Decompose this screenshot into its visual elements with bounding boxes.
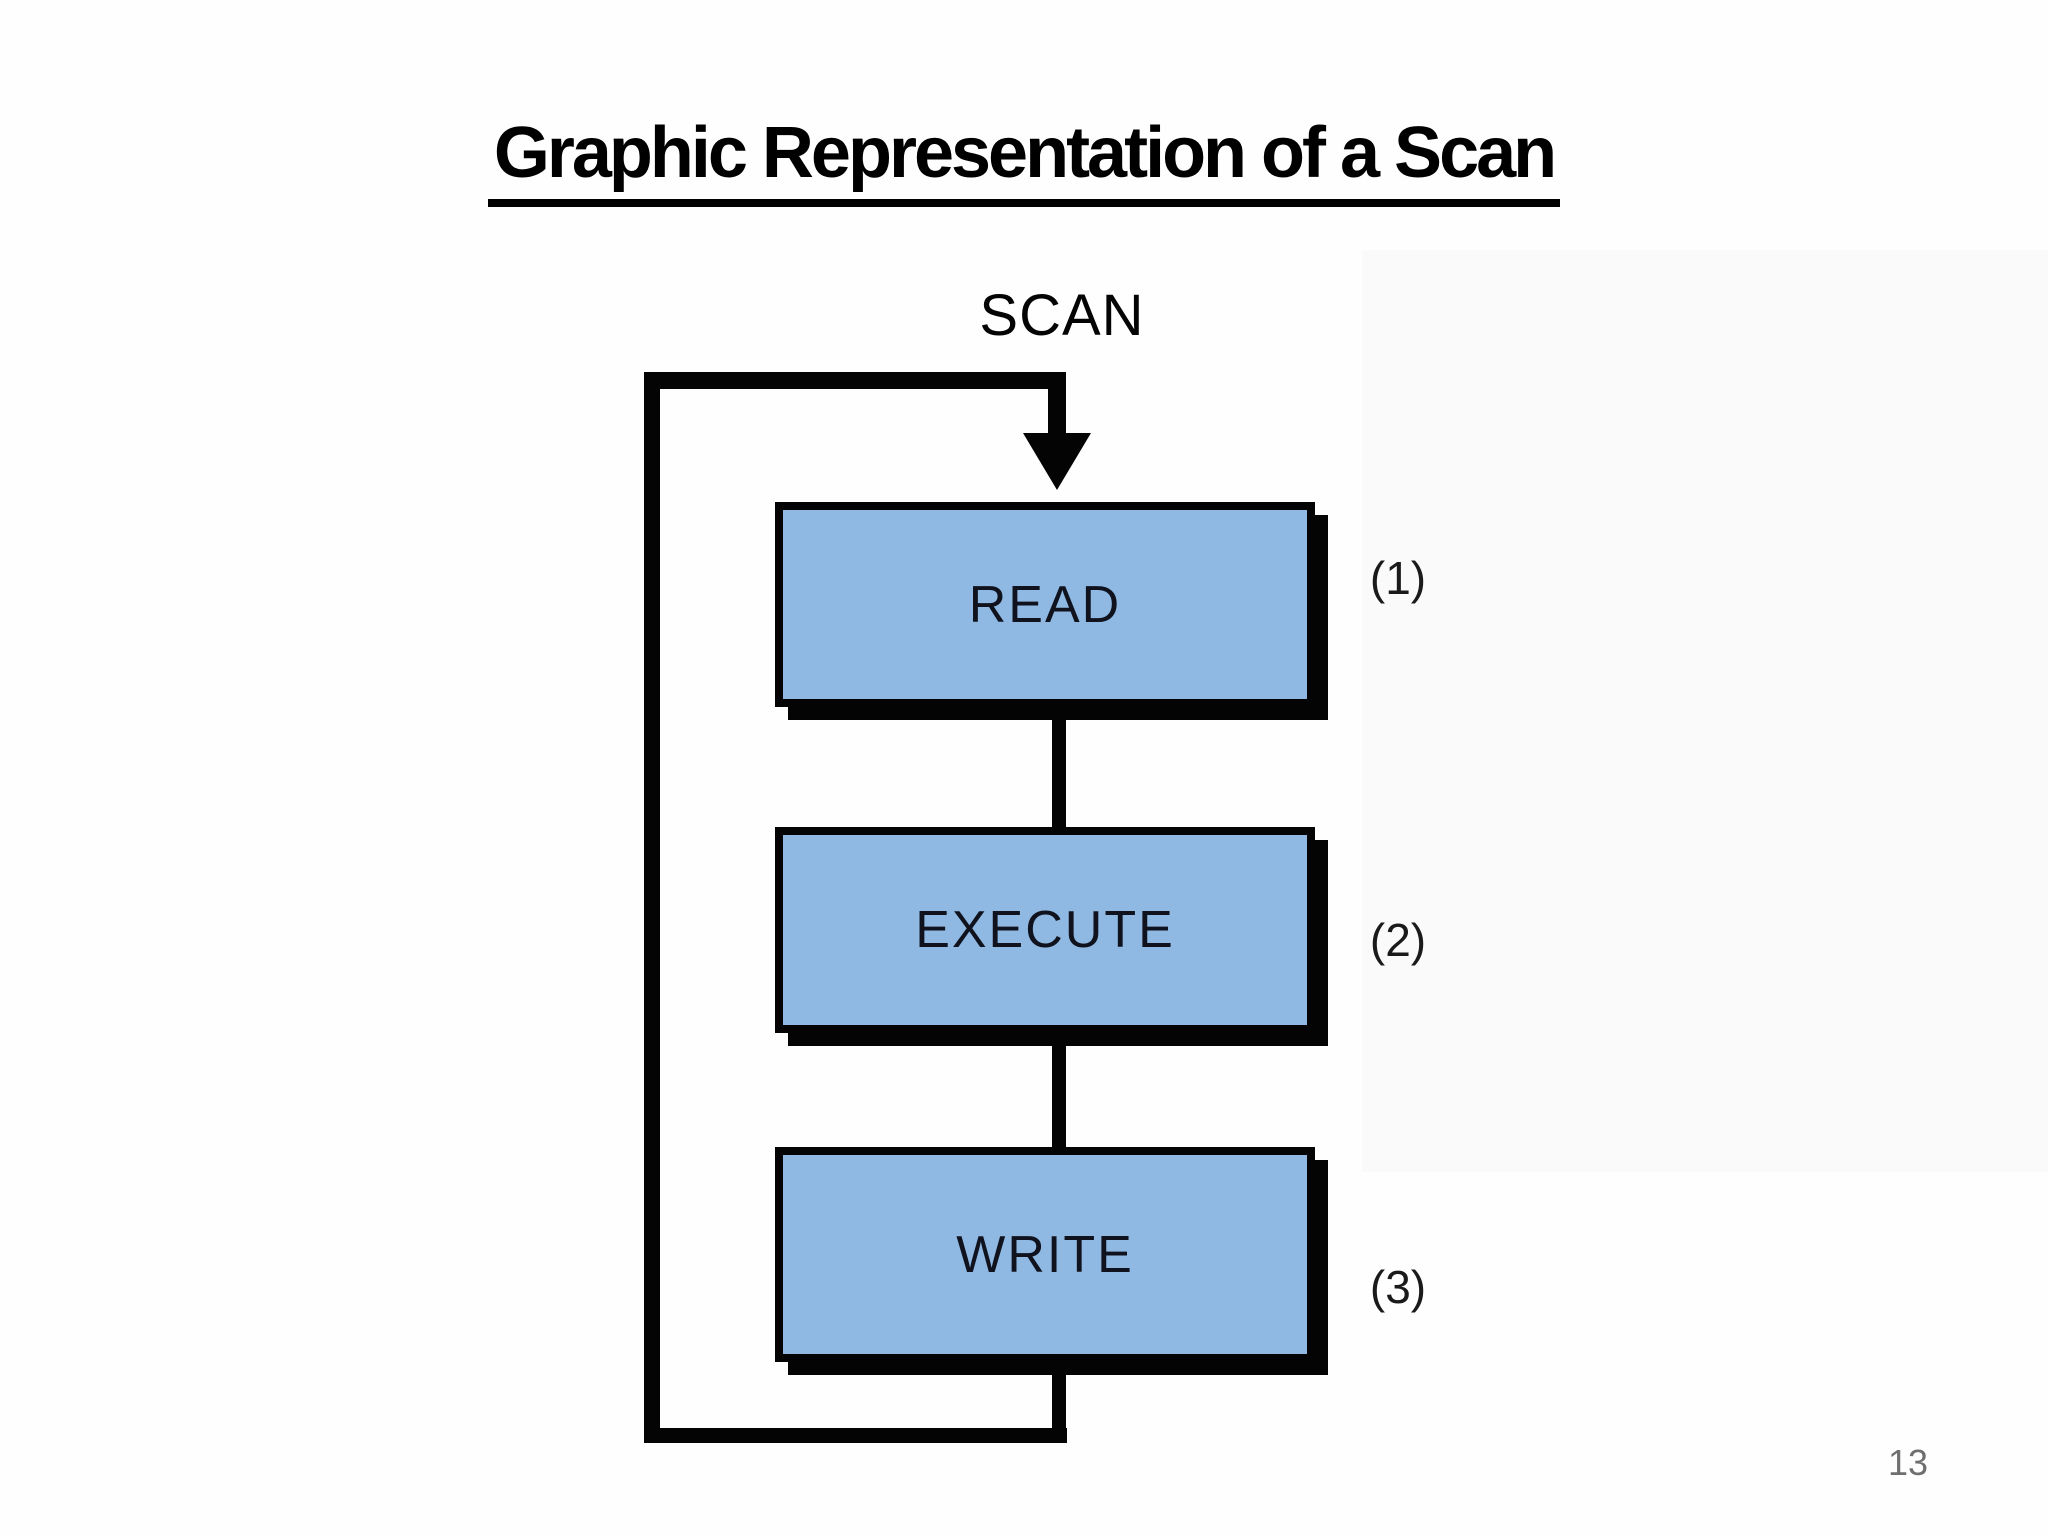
slide-title-text: Graphic Representation of a Scan <box>487 112 1561 207</box>
read-box: READ <box>775 502 1315 707</box>
loop-line-left <box>644 372 660 1443</box>
read-box-label: READ <box>968 575 1122 634</box>
step-label-3: (3) <box>1369 1261 1427 1313</box>
loop-line-top <box>644 372 1066 389</box>
page-number: 13 <box>1888 1442 1929 1483</box>
scan-arrowhead-icon <box>1023 433 1091 490</box>
background-tint <box>1362 250 2048 1172</box>
scan-arrow-stem <box>1048 372 1066 438</box>
write-box: WRITE <box>775 1147 1315 1362</box>
connector-execute-write <box>1052 1030 1066 1150</box>
scan-label: SCAN <box>979 283 1145 348</box>
write-box-label: WRITE <box>956 1225 1134 1284</box>
execute-box-label: EXECUTE <box>915 901 1175 959</box>
step-label-1: (1) <box>1369 552 1427 604</box>
step-label-2: (2) <box>1369 914 1427 966</box>
connector-write-loop <box>1052 1358 1066 1443</box>
connector-read-execute <box>1052 702 1066 830</box>
slide-title: Graphic Representation of a Scan <box>0 112 2048 207</box>
loop-line-bottom <box>644 1428 1067 1443</box>
execute-box: EXECUTE <box>775 827 1315 1033</box>
